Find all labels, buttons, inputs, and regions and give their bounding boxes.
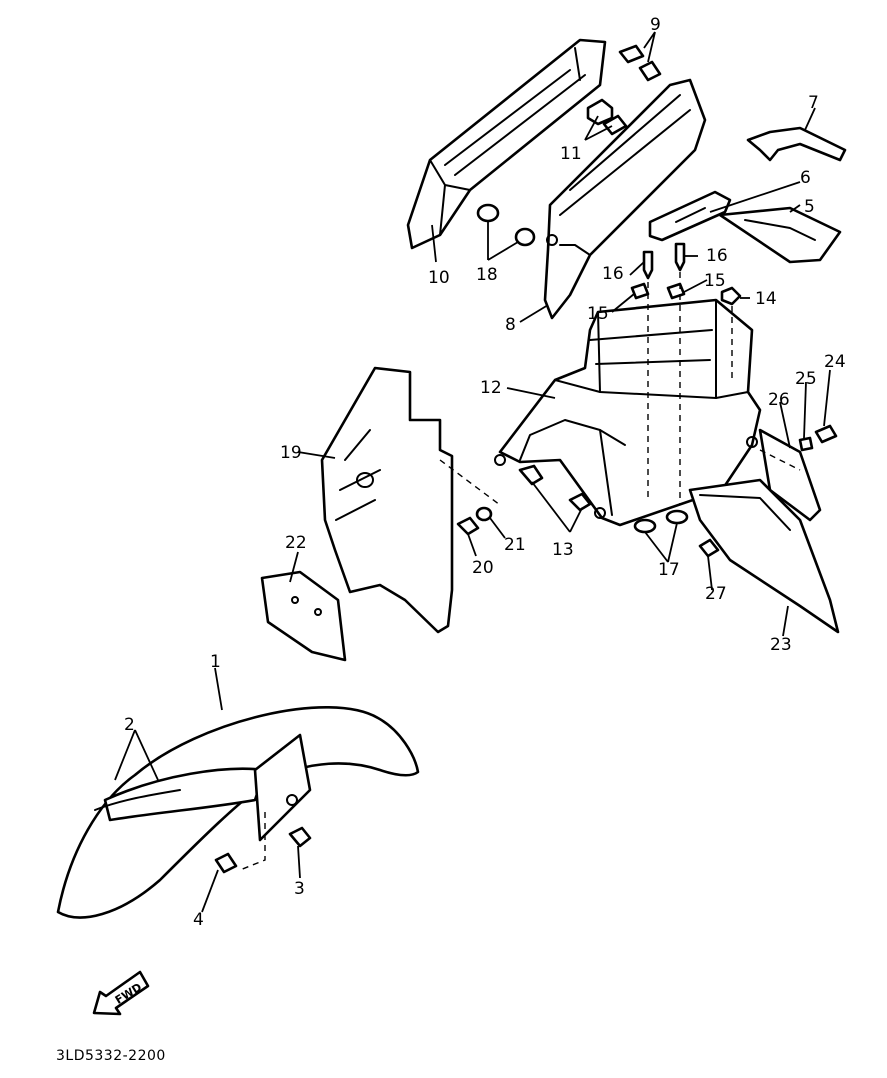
- callout-18: 18: [476, 265, 498, 285]
- callout-17: 17: [658, 560, 680, 580]
- part-10-side-cover-left: [406, 38, 607, 250]
- callout-11: 11: [560, 144, 582, 164]
- part-22-plate: [260, 570, 347, 662]
- callout-13: 13: [552, 540, 574, 560]
- callout-9: 9: [650, 15, 661, 35]
- part-8-side-cover-right: [543, 78, 707, 320]
- callout-4: 4: [193, 910, 204, 930]
- callout-16a: 16: [602, 264, 624, 284]
- callout-8: 8: [505, 315, 516, 335]
- part-23-rear-flap: [688, 478, 840, 634]
- callout-15b: 15: [704, 271, 726, 291]
- callout-3: 3: [294, 879, 305, 899]
- callout-12: 12: [480, 378, 502, 398]
- part-21-washer: [475, 506, 493, 522]
- part-24-bolt: [814, 424, 838, 444]
- callout-14: 14: [755, 289, 777, 309]
- callout-2: 2: [124, 715, 135, 735]
- callout-10: 10: [428, 268, 450, 288]
- callout-5: 5: [804, 197, 815, 217]
- callout-22: 22: [285, 533, 307, 553]
- callout-24: 24: [824, 352, 846, 372]
- callout-15a: 15: [587, 304, 609, 324]
- part-19-inner-panel: [320, 366, 454, 634]
- callout-21: 21: [504, 535, 526, 555]
- diagram-code: 3LD5332-2200: [56, 1048, 166, 1064]
- callout-23: 23: [770, 635, 792, 655]
- part-1-front-fender: [56, 706, 420, 919]
- callout-20: 20: [472, 558, 494, 578]
- part-15-clips: [630, 282, 686, 300]
- part-4-bolt: [214, 852, 238, 874]
- part-5-pad: [718, 206, 842, 264]
- part-6-strap: [648, 190, 732, 242]
- callout-7: 7: [808, 93, 819, 113]
- part-16-rivets: [642, 242, 686, 280]
- part-7-wrench: [746, 126, 847, 162]
- assembly-lines: [239, 272, 801, 871]
- part-18-grommets: [476, 203, 536, 247]
- part-9-clips: [618, 44, 662, 82]
- part-12-rear-fender: [494, 298, 762, 527]
- callout-labels: 1 2 3 4 5 6 7 8 9 10 11 12 13 14 15 15 1…: [124, 15, 846, 930]
- callout-6: 6: [800, 168, 811, 188]
- part-20-bolt: [456, 516, 480, 536]
- callout-16b: 16: [706, 246, 728, 266]
- part-3-nut: [288, 826, 312, 848]
- callout-19: 19: [280, 443, 302, 463]
- part-27-nut: [698, 538, 720, 558]
- leader-lines: [114, 31, 831, 913]
- callout-26: 26: [768, 390, 790, 410]
- callout-27: 27: [705, 584, 727, 604]
- part-25-washer: [798, 436, 814, 452]
- fwd-arrow-icon: FWD: [92, 970, 150, 1016]
- part-26-bracket: [758, 428, 822, 522]
- part-13-bolts: [518, 464, 592, 512]
- part-14-bolt: [720, 286, 742, 306]
- callout-1: 1: [210, 652, 221, 672]
- part-11-damper: [586, 98, 628, 136]
- callout-25: 25: [795, 369, 817, 389]
